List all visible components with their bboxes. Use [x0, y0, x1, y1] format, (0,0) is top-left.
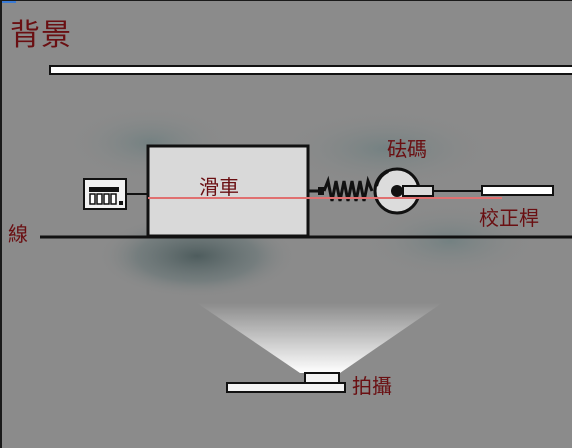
- camera-icon: [226, 372, 346, 393]
- pulley-icon: [373, 167, 434, 215]
- shadow-blob: [360, 203, 540, 279]
- calibration-rod-label: 校正桿: [479, 206, 539, 230]
- line-label: 線: [8, 222, 28, 246]
- shadow-blob: [277, 109, 497, 189]
- background-title: 背景: [10, 18, 72, 53]
- background-bar: [49, 65, 572, 75]
- camera-beam: [197, 303, 442, 373]
- spring-icon: [308, 175, 374, 202]
- cart-body: [146, 144, 310, 238]
- cart-label: 滑車: [199, 175, 239, 199]
- window-corner-mark: [2, 1, 16, 3]
- calibration-rod: [481, 185, 554, 196]
- weight-label: 砝碼: [387, 137, 427, 161]
- camera-label: 拍攝: [352, 374, 392, 398]
- display-icon: [83, 178, 127, 210]
